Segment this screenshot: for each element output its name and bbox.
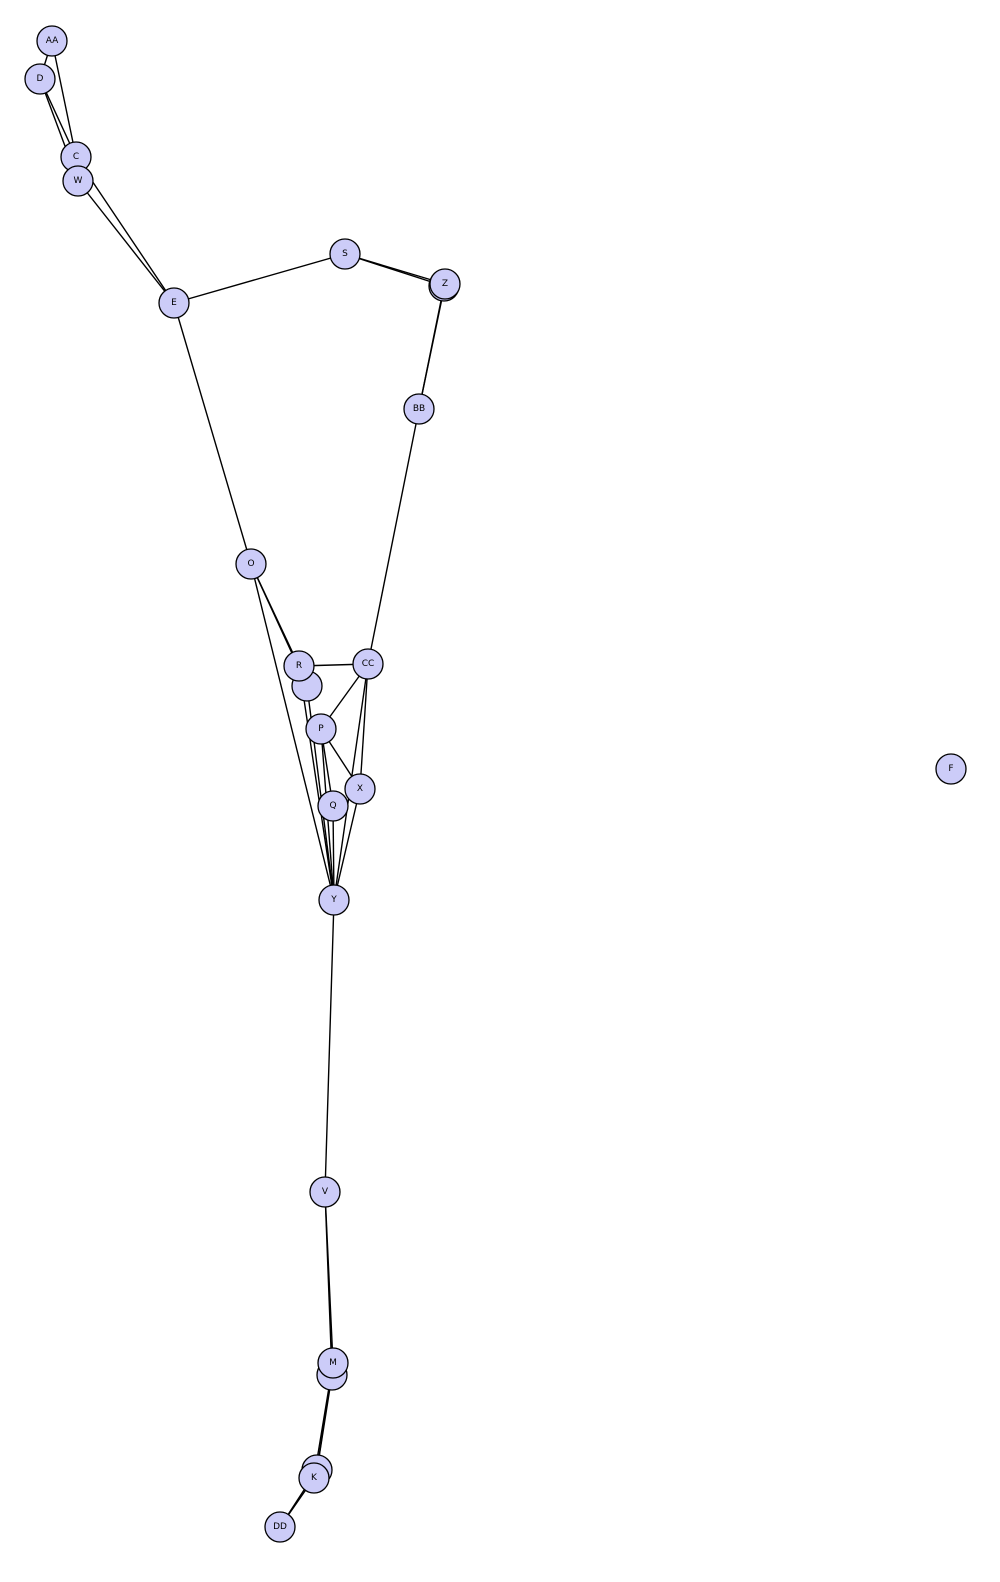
edge-aa-c bbox=[51, 40, 77, 158]
node-label: R bbox=[296, 661, 302, 671]
node-circle bbox=[283, 650, 315, 682]
edge-z2-bb bbox=[418, 285, 445, 410]
node-circle bbox=[344, 773, 376, 805]
edge-bb-cc bbox=[367, 408, 420, 665]
node-z[interactable]: Z bbox=[429, 268, 461, 300]
node-k[interactable]: K bbox=[298, 1462, 330, 1494]
node-label: X bbox=[357, 784, 363, 794]
node-circle bbox=[329, 238, 361, 270]
edge-s-z2 bbox=[344, 253, 445, 287]
node-circle bbox=[298, 1462, 330, 1494]
node-circle bbox=[62, 165, 94, 197]
node-circle bbox=[264, 1511, 296, 1543]
node-dd[interactable]: DD bbox=[264, 1511, 296, 1543]
edge-x-y bbox=[333, 788, 361, 901]
node-circle bbox=[309, 1176, 341, 1208]
node-label: AA bbox=[46, 36, 59, 46]
node-aa[interactable]: AA bbox=[36, 25, 68, 57]
node-circle bbox=[317, 790, 349, 822]
edge-y-v bbox=[324, 899, 335, 1193]
node-bb[interactable]: BB bbox=[403, 393, 435, 425]
node-d[interactable]: D bbox=[24, 63, 56, 95]
node-q[interactable]: Q bbox=[317, 790, 349, 822]
node-label: Z bbox=[442, 279, 448, 289]
node-circle bbox=[24, 63, 56, 95]
node-cc[interactable]: CC bbox=[352, 648, 384, 680]
node-f[interactable]: F bbox=[935, 753, 967, 785]
node-label: W bbox=[74, 176, 83, 186]
node-w[interactable]: W bbox=[62, 165, 94, 197]
edge-v-m2 bbox=[324, 1191, 333, 1376]
node-label: D bbox=[37, 74, 44, 84]
node-label: Q bbox=[329, 801, 336, 811]
node-label: C bbox=[73, 152, 79, 162]
node-p[interactable]: P bbox=[305, 713, 337, 745]
edge-e-o bbox=[173, 302, 252, 565]
node-label: P bbox=[318, 724, 324, 734]
node-o[interactable]: O bbox=[235, 548, 267, 580]
nodes-layer: AA C W D E S Z BB O R CC P Q X Y V M K DD F bbox=[24, 25, 967, 1543]
edge-cc-x bbox=[359, 663, 369, 790]
node-circle bbox=[318, 884, 350, 916]
node-x[interactable]: X bbox=[344, 773, 376, 805]
node-label: S bbox=[342, 249, 348, 259]
node-s[interactable]: S bbox=[329, 238, 361, 270]
node-label: BB bbox=[413, 404, 425, 414]
node-label: F bbox=[948, 764, 953, 774]
node-circle bbox=[36, 25, 68, 57]
node-label: M bbox=[329, 1358, 337, 1368]
node-e[interactable]: E bbox=[158, 287, 190, 319]
node-label: CC bbox=[362, 659, 375, 669]
node-label: O bbox=[247, 559, 254, 569]
node-circle bbox=[403, 393, 435, 425]
node-label: V bbox=[322, 1187, 329, 1197]
node-label: DD bbox=[273, 1522, 287, 1532]
node-circle bbox=[935, 753, 967, 785]
node-r[interactable]: R bbox=[283, 650, 315, 682]
node-label: K bbox=[311, 1473, 318, 1483]
node-circle bbox=[429, 268, 461, 300]
node-m[interactable]: M bbox=[317, 1347, 349, 1379]
edge-q-y bbox=[332, 805, 335, 901]
edges-layer bbox=[39, 40, 446, 1528]
node-circle bbox=[158, 287, 190, 319]
edge-w-e bbox=[77, 180, 175, 304]
node-circle bbox=[235, 548, 267, 580]
node-v[interactable]: V bbox=[309, 1176, 341, 1208]
node-label: E bbox=[171, 298, 177, 308]
node-circle bbox=[317, 1347, 349, 1379]
edge-r-y bbox=[298, 665, 335, 901]
node-circle bbox=[352, 648, 384, 680]
node-label: Y bbox=[330, 895, 337, 905]
edge-o-y bbox=[250, 563, 335, 901]
node-y[interactable]: Y bbox=[318, 884, 350, 916]
node-circle bbox=[305, 713, 337, 745]
edge-e-s bbox=[173, 253, 346, 304]
